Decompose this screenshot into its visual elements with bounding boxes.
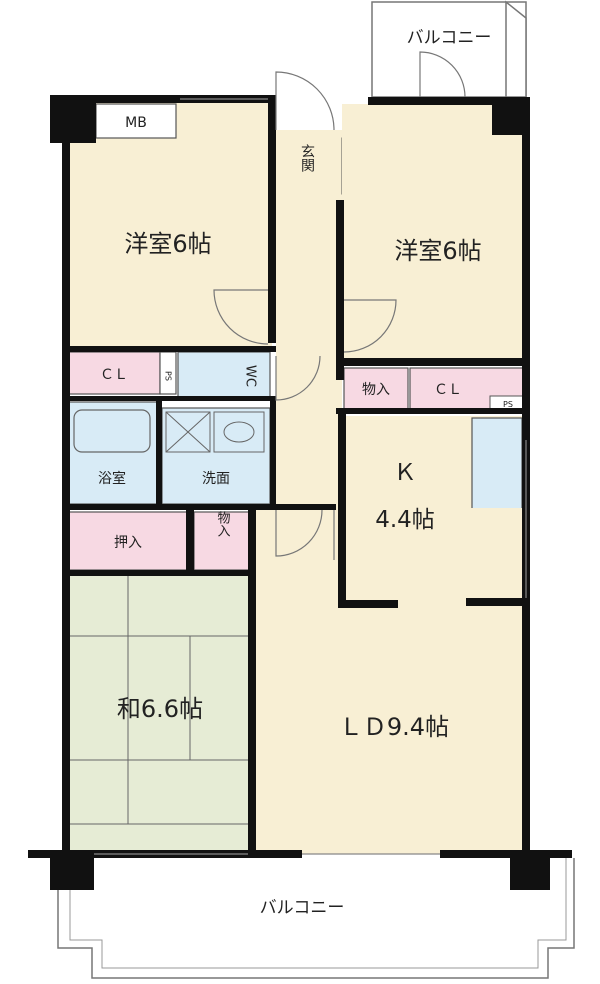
storage-mid-label: 物入	[215, 511, 231, 537]
room-nw	[66, 98, 272, 346]
living-dining	[256, 508, 526, 854]
ps-left-label: PS	[164, 371, 173, 381]
closet-left-label: ＣＬ	[100, 367, 128, 383]
kitchen-k-label: Ｋ	[394, 460, 417, 486]
hallway	[276, 204, 342, 510]
balcony-bottom-area	[57, 858, 575, 979]
room-ne-label: 洋室6帖	[394, 237, 481, 265]
oshiire-label: 押入	[114, 535, 142, 551]
mb-label: MB	[125, 115, 147, 131]
mb-closet	[95, 103, 177, 139]
bath-label: 浴室	[98, 470, 126, 487]
washroom-label: 洗面	[202, 471, 230, 487]
room-ne	[342, 104, 526, 360]
storage-right-label: 物入	[362, 382, 390, 398]
kitchen-size-label: 4.4帖	[375, 507, 435, 533]
balcony-bottom-label: バルコニー	[260, 898, 345, 918]
balcony-top-label: バルコニー	[407, 28, 492, 48]
room-nw-label: 洋室6帖	[124, 230, 211, 258]
entrance	[276, 130, 342, 204]
tatami-room	[68, 576, 250, 854]
ld-label: ＬＤ9.4帖	[339, 713, 449, 741]
closet-right-label: ＣＬ	[434, 382, 462, 398]
balcony-top-area	[371, 1, 527, 98]
genkan-label: 玄関	[299, 143, 315, 173]
wc-label: WC	[243, 365, 258, 387]
washitsu-label: 和6.6帖	[117, 695, 203, 723]
ps-right-label: PS	[503, 400, 513, 409]
oshiire	[67, 511, 189, 571]
